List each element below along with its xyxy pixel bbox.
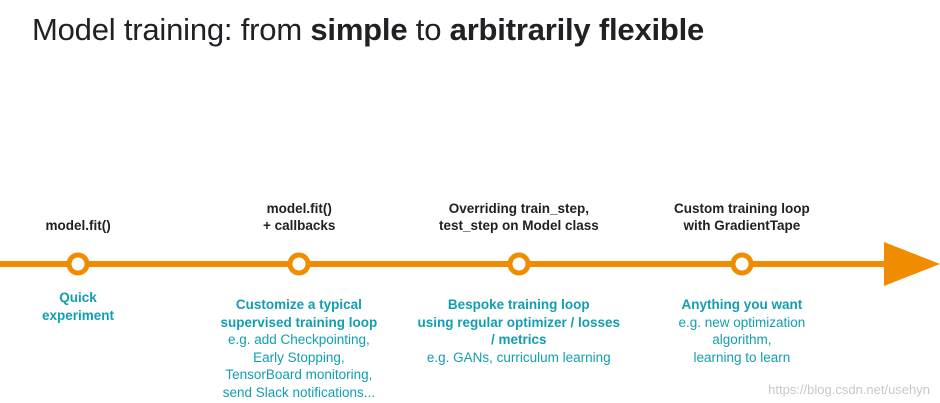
stage-2-label-line: + callbacks — [263, 218, 336, 233]
stage-2-description-body-line: Early Stopping, — [253, 349, 345, 365]
stage-3-description: Bespoke training loop using regular optim… — [418, 296, 621, 366]
stage-2-description-body-line: e.g. add Checkpointing, — [227, 332, 370, 347]
timeline-node-3 — [507, 252, 531, 276]
stage-3-description-title-line: Bespoke training loop — [447, 297, 590, 312]
timeline-node-2 — [287, 252, 311, 276]
watermark: https://blog.csdn.net/usehyn — [768, 382, 930, 397]
stage-1-description: Quick experiment — [42, 289, 114, 324]
stage-1-description-title-line: Quick — [59, 290, 97, 305]
stage-4-label: Custom training loop with GradientTape — [674, 200, 810, 234]
stage-3-label-line: test_step on Model class — [439, 218, 599, 233]
stage-4-label-line: Custom training loop — [674, 201, 810, 216]
timeline-arrowhead — [884, 242, 940, 286]
title-text-2: to — [407, 12, 450, 47]
stage-2-description-body-line: TensorBoard monitoring, — [225, 367, 373, 382]
title-text-1: Model training: from — [32, 12, 311, 47]
stage-2-description-title-line: supervised training loop — [220, 314, 378, 330]
stage-3-description-title-line: / metrics — [491, 332, 547, 347]
stage-3-label-line: Overriding train_step, — [448, 201, 590, 216]
stage-2-description-body-line: send Slack notifications... — [222, 384, 376, 400]
title-bold-flexible: arbitrarily flexible — [449, 12, 705, 47]
stage-1-label: model.fit() — [46, 217, 111, 234]
stage-1-description-title-line: experiment — [42, 307, 115, 323]
stage-2-description-title-line: Customize a typical — [235, 297, 362, 312]
timeline-node-1 — [66, 252, 90, 276]
stage-4-description: Anything you want e.g. new optimization al… — [679, 296, 806, 366]
stage-3-description-title-line: using regular optimizer / losses — [417, 314, 621, 330]
stage-3-description-body-line: e.g. GANs, curriculum learning — [426, 349, 611, 365]
stage-2-label-line: model.fit() — [266, 201, 332, 216]
stage-4-label-line: with GradientTape — [683, 218, 801, 233]
stage-1-label-line: model.fit() — [45, 218, 111, 233]
stage-2-label: model.fit() + callbacks — [263, 200, 335, 234]
timeline-node-4 — [730, 252, 754, 276]
title-bold-simple: simple — [310, 12, 408, 47]
stage-4-description-body-line: learning to learn — [693, 349, 791, 365]
stage-4-description-title-line: Anything you want — [681, 297, 803, 312]
stage-2-description: Customize a typical supervised training l… — [221, 296, 378, 401]
stage-3-label: Overriding train_step, test_step on Model… — [439, 200, 599, 234]
stage-4-description-body-line: e.g. new optimization — [678, 314, 806, 330]
stage-4-description-body-line: algorithm, — [712, 332, 772, 347]
page-title: Model training: from simple to arbitrari… — [32, 12, 704, 48]
